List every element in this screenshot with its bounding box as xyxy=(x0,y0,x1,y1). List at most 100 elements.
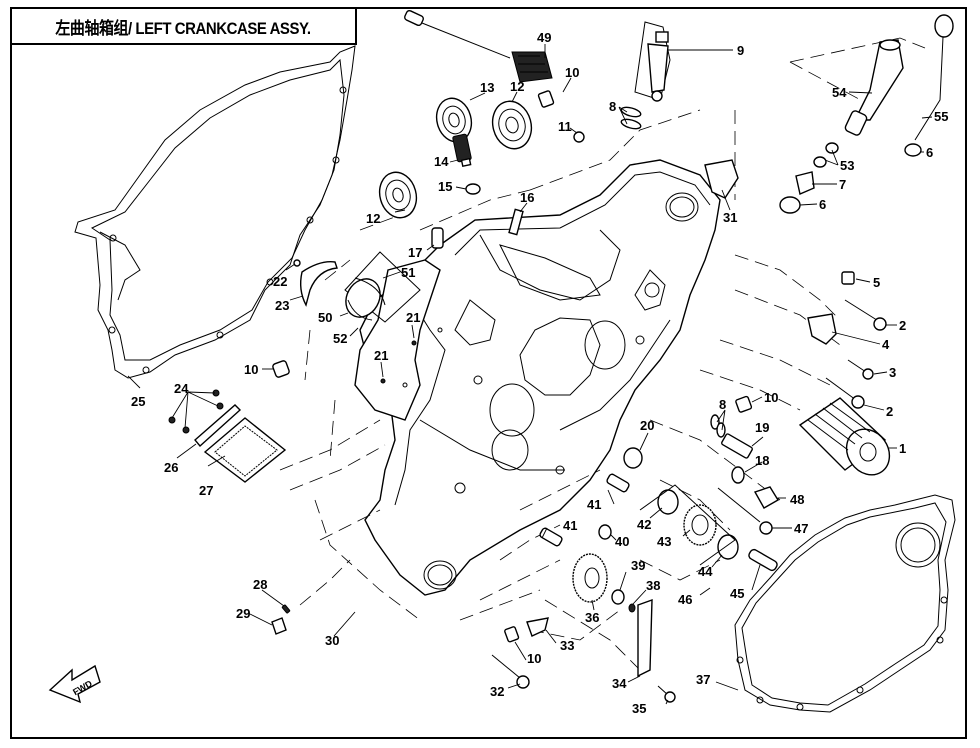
gear-part[interactable] xyxy=(683,504,717,546)
callout-2[interactable]: 2 xyxy=(899,318,906,333)
oil-filter-part[interactable] xyxy=(798,397,898,483)
collar-part[interactable] xyxy=(598,524,612,540)
callout-44[interactable]: 44 xyxy=(698,564,713,579)
callout-41[interactable]: 41 xyxy=(563,518,577,533)
callout-14[interactable]: 14 xyxy=(434,154,449,169)
bearing-part[interactable] xyxy=(657,489,679,515)
callout-52[interactable]: 52 xyxy=(333,331,347,346)
bearing-part[interactable] xyxy=(375,168,422,222)
callout-51[interactable]: 51 xyxy=(401,265,415,280)
callout-31[interactable]: 31 xyxy=(723,210,737,225)
o-ring-part[interactable] xyxy=(620,106,642,119)
bearing-part[interactable] xyxy=(717,534,739,560)
callout-6[interactable]: 6 xyxy=(926,145,933,160)
callout-12[interactable]: 12 xyxy=(510,79,524,94)
bolt-part[interactable] xyxy=(844,299,887,331)
callout-1[interactable]: 1 xyxy=(899,441,906,456)
o-ring-part[interactable] xyxy=(716,422,726,438)
callout-33[interactable]: 33 xyxy=(560,638,574,653)
callout-54[interactable]: 54 xyxy=(832,85,847,100)
right-cover-gasket[interactable] xyxy=(734,494,956,713)
clamp-part[interactable] xyxy=(526,617,549,637)
callout-21[interactable]: 21 xyxy=(374,348,388,363)
callout-37[interactable]: 37 xyxy=(696,672,710,687)
callout-10[interactable]: 10 xyxy=(244,362,258,377)
oil-jet-part[interactable] xyxy=(431,227,444,249)
callout-40[interactable]: 40 xyxy=(615,534,629,549)
plate-part[interactable] xyxy=(194,404,242,448)
bolts-part[interactable] xyxy=(168,389,224,434)
dowel-part[interactable] xyxy=(841,271,855,285)
relief-valve-part[interactable] xyxy=(634,21,671,102)
o-ring-part[interactable] xyxy=(710,414,720,430)
dipstick-part[interactable] xyxy=(904,14,954,157)
pin-part[interactable] xyxy=(380,378,386,384)
callout-38[interactable]: 38 xyxy=(646,578,660,593)
shaft-part[interactable] xyxy=(748,548,779,572)
callout-28[interactable]: 28 xyxy=(253,577,267,592)
callout-34[interactable]: 34 xyxy=(612,676,627,691)
callout-43[interactable]: 43 xyxy=(657,534,671,549)
relief-valve-part[interactable] xyxy=(721,433,753,459)
callout-41[interactable]: 41 xyxy=(587,497,601,512)
callout-30[interactable]: 30 xyxy=(325,633,339,648)
callout-36[interactable]: 36 xyxy=(585,610,599,625)
callout-22[interactable]: 22 xyxy=(273,274,287,289)
callout-55[interactable]: 55 xyxy=(934,109,948,124)
oil-strainer-part[interactable] xyxy=(203,417,287,483)
callout-39[interactable]: 39 xyxy=(631,558,645,573)
callout-5[interactable]: 5 xyxy=(873,275,880,290)
callout-18[interactable]: 18 xyxy=(755,453,769,468)
callout-4[interactable]: 4 xyxy=(882,337,890,352)
bolt-part[interactable] xyxy=(825,377,865,409)
callout-49[interactable]: 49 xyxy=(537,30,551,45)
bolt-part[interactable] xyxy=(847,359,874,380)
left-cover-gasket[interactable] xyxy=(74,45,356,379)
callout-6[interactable]: 6 xyxy=(819,197,826,212)
callout-32[interactable]: 32 xyxy=(490,684,504,699)
washer-part[interactable] xyxy=(611,589,625,605)
callout-50[interactable]: 50 xyxy=(318,310,332,325)
callout-17[interactable]: 17 xyxy=(408,245,422,260)
callout-45[interactable]: 45 xyxy=(730,586,744,601)
plate-part[interactable] xyxy=(637,598,653,678)
callout-10[interactable]: 10 xyxy=(527,651,541,666)
o-ring-part[interactable] xyxy=(620,118,642,131)
o-ring-part[interactable] xyxy=(779,196,801,214)
callout-10[interactable]: 10 xyxy=(565,65,579,80)
callout-46[interactable]: 46 xyxy=(678,592,692,607)
dowel-pin-part[interactable] xyxy=(504,626,520,643)
bushing-part[interactable] xyxy=(339,273,387,324)
bolt-part[interactable] xyxy=(657,685,676,703)
callout-25[interactable]: 25 xyxy=(131,394,145,409)
callout-10[interactable]: 10 xyxy=(764,390,778,405)
callout-16[interactable]: 16 xyxy=(520,190,534,205)
washer-part[interactable] xyxy=(281,604,291,614)
dowel-pin-part[interactable] xyxy=(735,395,753,413)
callout-2[interactable]: 2 xyxy=(886,404,893,419)
callout-47[interactable]: 47 xyxy=(794,521,808,536)
plate-part[interactable] xyxy=(807,313,837,345)
callout-12[interactable]: 12 xyxy=(366,211,380,226)
plug-part[interactable] xyxy=(573,131,585,143)
dowel-pin-part[interactable] xyxy=(272,360,290,378)
callout-15[interactable]: 15 xyxy=(438,179,452,194)
callout-26[interactable]: 26 xyxy=(164,460,178,475)
callout-9[interactable]: 9 xyxy=(737,43,744,58)
callout-35[interactable]: 35 xyxy=(632,701,646,716)
washer-part[interactable] xyxy=(731,466,745,484)
shaft-part[interactable] xyxy=(606,473,630,493)
circlip-part[interactable] xyxy=(628,603,636,613)
callout-8[interactable]: 8 xyxy=(609,99,616,114)
shaft-part[interactable] xyxy=(539,527,563,547)
callout-21[interactable]: 21 xyxy=(406,310,420,325)
pressure-switch-part[interactable] xyxy=(452,133,472,168)
callout-19[interactable]: 19 xyxy=(755,420,769,435)
gear-part[interactable] xyxy=(572,553,608,603)
breather-hose-part[interactable] xyxy=(853,39,904,121)
crankcase-body[interactable] xyxy=(359,159,721,596)
callout-20[interactable]: 20 xyxy=(640,418,654,433)
callout-7[interactable]: 7 xyxy=(839,177,846,192)
callout-11[interactable]: 11 xyxy=(558,119,572,134)
bearing-part[interactable] xyxy=(432,94,476,145)
